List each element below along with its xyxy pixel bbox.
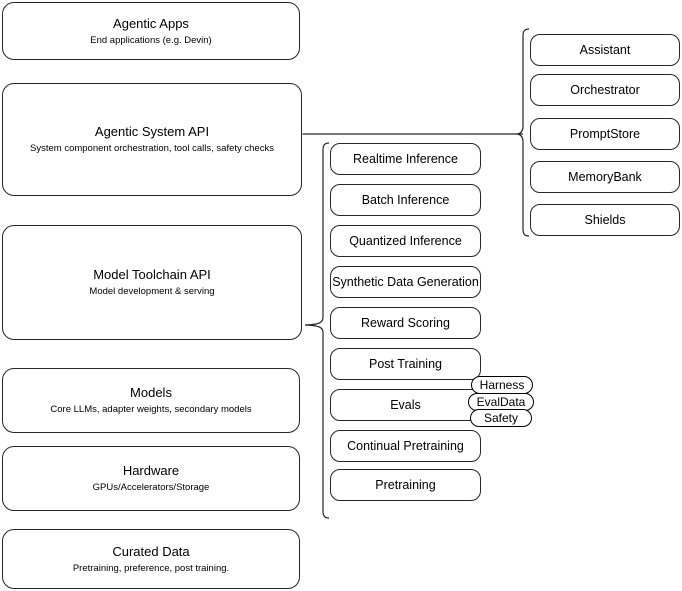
toolchain-chip-post-training[interactable]: Post Training [330, 348, 481, 380]
stack-layer-subtitle: Pretraining, preference, post training. [72, 562, 230, 574]
system-chip-label: Orchestrator [570, 82, 640, 97]
stack-layer-subtitle: System component orchestration, tool cal… [30, 143, 274, 154]
system-chip-assistant[interactable]: Assistant [530, 34, 680, 66]
stack-layer-title: Curated Data [112, 543, 190, 559]
stack-layer-subtitle: End applications (e.g. Devin) [90, 34, 212, 46]
stack-layer-model-toolchain-api[interactable]: Model Toolchain API Model development & … [2, 225, 302, 340]
toolchain-chip-quantized-inference[interactable]: Quantized Inference [330, 225, 481, 257]
stack-layer-models[interactable]: Models Core LLMs, adapter weights, secon… [2, 368, 300, 433]
system-chip-promptstore[interactable]: PromptStore [530, 118, 680, 150]
evals-pill-safety[interactable]: Safety [470, 409, 532, 427]
stack-layer-title: Agentic Apps [113, 15, 189, 31]
stack-layer-hardware[interactable]: Hardware GPUs/Accelerators/Storage [2, 446, 300, 511]
stack-layer-title: Model Toolchain API [93, 267, 211, 282]
toolchain-chip-label: Evals [390, 397, 421, 412]
toolchain-chip-label: Quantized Inference [349, 233, 462, 248]
toolchain-chip-label: Batch Inference [361, 192, 450, 207]
evals-pill-label: EvalData [476, 395, 526, 409]
toolchain-chip-realtime-inference[interactable]: Realtime Inference [330, 143, 481, 175]
toolchain-chip-batch-inference[interactable]: Batch Inference [330, 184, 481, 216]
stack-layer-subtitle: Core LLMs, adapter weights, secondary mo… [50, 404, 252, 415]
system-chip-label: MemoryBank [568, 169, 642, 184]
toolchain-chip-label: Synthetic Data Generation [332, 274, 479, 289]
toolchain-chip-label: Reward Scoring [361, 315, 450, 330]
system-chip-orchestrator[interactable]: Orchestrator [530, 74, 680, 106]
bracket-toolchain-components [304, 142, 330, 519]
toolchain-chip-continual-pretraining[interactable]: Continual Pretraining [330, 430, 481, 462]
system-chip-shields[interactable]: Shields [530, 204, 680, 236]
system-chip-label: PromptStore [569, 126, 641, 141]
evals-pill-label: Safety [483, 411, 519, 425]
toolchain-chip-reward-scoring[interactable]: Reward Scoring [330, 307, 481, 339]
stack-layer-title: Models [130, 385, 172, 400]
system-chip-label: Shields [584, 212, 626, 227]
toolchain-chip-evals[interactable]: Evals [330, 389, 481, 421]
stack-layer-subtitle: Model development & serving [89, 286, 215, 297]
bracket-system-components [516, 28, 530, 237]
stack-layer-curated-data[interactable]: Curated Data Pretraining, preference, po… [2, 529, 300, 589]
system-chip-label: Assistant [579, 42, 631, 57]
toolchain-chip-label: Realtime Inference [353, 151, 458, 166]
stack-layer-subtitle: GPUs/Accelerators/Storage [92, 482, 210, 493]
evals-pill-harness[interactable]: Harness [471, 376, 533, 394]
toolchain-chip-synthetic-data-generation[interactable]: Synthetic Data Generation [330, 266, 481, 298]
evals-pill-label: Harness [479, 378, 525, 392]
system-chip-memorybank[interactable]: MemoryBank [530, 161, 680, 193]
toolchain-chip-pretraining[interactable]: Pretraining [330, 469, 481, 501]
stack-layer-title: Agentic System API [94, 124, 210, 139]
stack-layer-agentic-apps[interactable]: Agentic Apps End applications (e.g. Devi… [2, 2, 300, 60]
toolchain-chip-label: Pretraining [375, 477, 436, 492]
stack-layer-agentic-system-api[interactable]: Agentic System API System component orch… [2, 83, 302, 196]
toolchain-chip-label: Post Training [369, 356, 442, 371]
stack-layer-title: Hardware [122, 463, 180, 478]
toolchain-chip-label: Continual Pretraining [347, 438, 464, 453]
